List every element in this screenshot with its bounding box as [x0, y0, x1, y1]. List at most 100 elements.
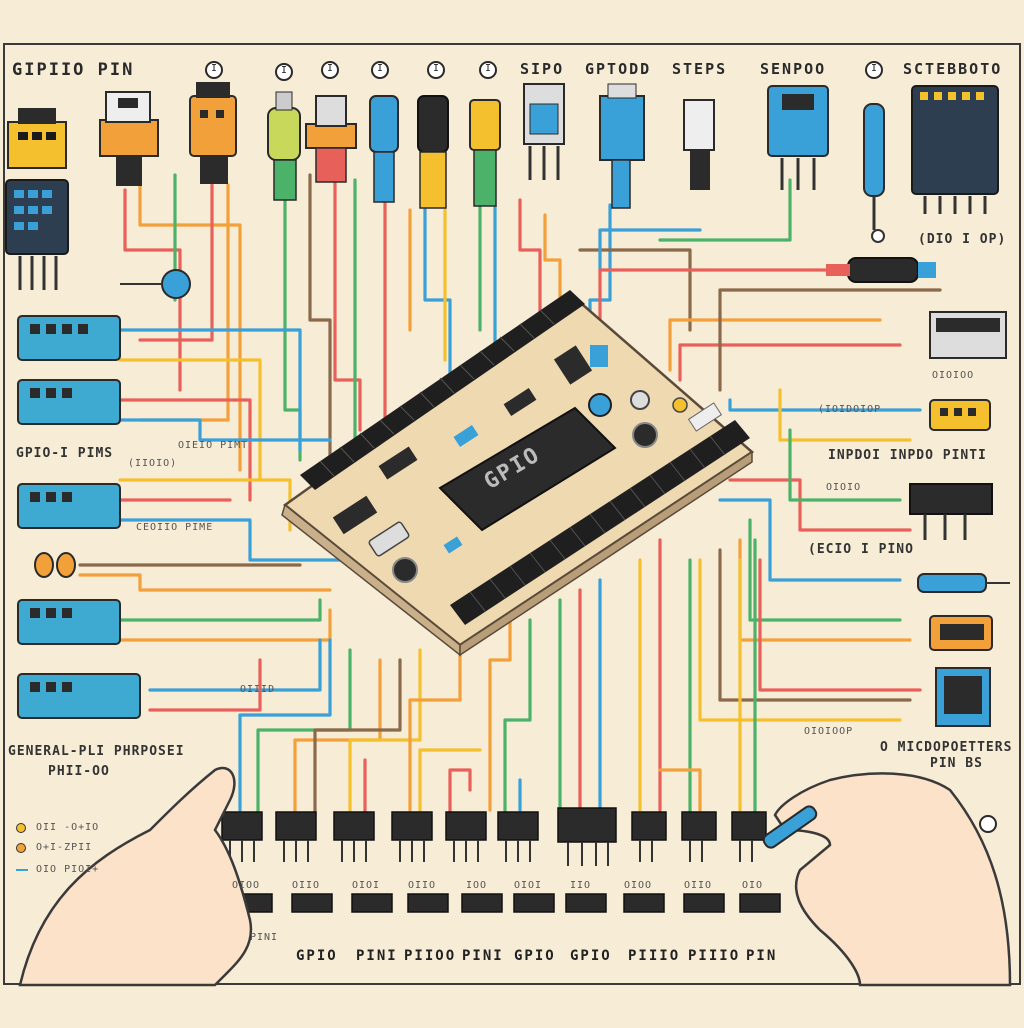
- ic-chip-icon: [351, 893, 393, 913]
- ic-chip-icon: [291, 893, 333, 913]
- bottom-tiny-5: IOO: [466, 880, 488, 891]
- ic-chip-icon: [445, 811, 487, 841]
- bottom-pin-label-6: GPIO: [570, 948, 612, 964]
- label-right-small-3: OIOIO: [826, 482, 862, 493]
- legend-item-3: OIO PIOI+: [36, 864, 100, 875]
- ic-chip-icon: [935, 667, 991, 727]
- jumper-connector-icon: [369, 95, 399, 203]
- marker-5: I: [433, 63, 441, 74]
- label-left-small-3: CEOIIO PIME: [136, 522, 214, 533]
- frame-border: [3, 43, 1021, 985]
- bottom-pin-label-2: PINI: [356, 948, 398, 964]
- ic-chip-icon: [929, 311, 1007, 359]
- sensor-module-icon: [17, 599, 121, 645]
- ic-chip-icon: [461, 893, 503, 913]
- hand-icon: [762, 772, 1012, 987]
- label-inpdo-pins: INPDOI INPDO PINTI: [828, 448, 987, 463]
- sensor-module-icon: [17, 483, 121, 529]
- probe-icon: [120, 269, 191, 299]
- label-sipo: SIPO: [520, 60, 565, 78]
- bottom-pin-label-4: PINI: [462, 948, 504, 964]
- label-right-small-2: (IOIDOIOP: [818, 404, 882, 415]
- ic-chip-icon: [731, 811, 767, 841]
- usb-plug-icon: [99, 91, 159, 186]
- legend-line-blue: [16, 869, 28, 871]
- ic-chip-icon: [631, 811, 667, 841]
- marker-4: I: [377, 63, 385, 74]
- probe-icon: [917, 573, 1010, 593]
- usb-plug-icon: [599, 83, 645, 209]
- bottom-pin-label-1: GPIO: [296, 948, 338, 964]
- ic-chip-icon: [275, 811, 317, 841]
- sensor-module-icon: [5, 179, 69, 290]
- bottom-tiny-7: IIO: [570, 880, 592, 891]
- legend-item-2: O+I-ZPII: [36, 842, 93, 853]
- label-microcontrollers-pins: PIN BS: [930, 756, 983, 771]
- label-left-small-4: OIIID: [240, 684, 276, 695]
- microcontroller-board-icon: [281, 290, 755, 657]
- ic-chip-icon: [407, 893, 449, 913]
- bottom-tiny-4: OIIO: [408, 880, 437, 891]
- marker-2: I: [281, 65, 289, 76]
- bottom-tiny-9: OIIO: [684, 880, 713, 891]
- diagram-title: GIPIIO PIN: [12, 60, 135, 80]
- gpio-main-chip: [438, 406, 617, 532]
- label-general-purpose-2: PHII-OO: [48, 764, 110, 779]
- ic-chip-icon: [391, 811, 433, 841]
- jumper-connector-icon: [267, 91, 301, 201]
- jumper-connector-icon: [417, 95, 449, 209]
- marker-1: I: [211, 63, 219, 74]
- usb-plug-icon: [523, 83, 565, 180]
- ic-chip-icon: [513, 893, 555, 913]
- marker-6: I: [485, 63, 493, 74]
- bottom-pin-label-5: GPIO: [514, 948, 556, 964]
- circle-markers: [205, 61, 997, 833]
- sensor-module-icon: [767, 85, 829, 190]
- ic-chip-icon: [623, 893, 665, 913]
- usb-plug-icon: [683, 99, 715, 190]
- jumper-connector-icon: [469, 99, 501, 207]
- probe-icon: [826, 257, 936, 283]
- label-pin-under-hand: PINI: [250, 932, 279, 943]
- label-gpio-pins: GPIO-I PIMS: [16, 446, 114, 461]
- bottom-tiny-10: OIO: [742, 880, 764, 891]
- ic-chip-icon: [497, 811, 539, 841]
- label-steps: STEPS: [672, 60, 728, 78]
- sensor-module-icon: [17, 673, 141, 719]
- label-right-small-1: OIOIOO: [932, 370, 975, 381]
- bottom-tiny-6: OIOI: [514, 880, 543, 891]
- label-gptodd: GPTODD: [585, 60, 652, 78]
- label-sctebboto: SCTEBBOTO: [903, 60, 1003, 78]
- ic-chip-icon: [909, 483, 993, 540]
- legend-dot-yellow: [16, 823, 26, 833]
- label-microcontrollers: O MICDOPOETTERS: [880, 740, 1013, 755]
- label-senpoo: SENPOO: [760, 60, 827, 78]
- ic-chip-icon: [911, 85, 999, 214]
- jumper-connector-icon: [189, 82, 237, 184]
- sensor-module-icon: [17, 379, 121, 425]
- marker-3: I: [327, 63, 335, 74]
- bottom-pin-label-7: PIIIO: [628, 948, 681, 964]
- jumper-connector-icon: [7, 108, 67, 169]
- bottom-pin-label-9: PIN: [746, 948, 778, 964]
- label-right-small-4: OIOIOOP: [804, 726, 854, 737]
- bottom-tiny-1: OIOO: [232, 880, 261, 891]
- wires: [78, 173, 942, 822]
- probe-icon: [863, 103, 885, 243]
- marker-7: I: [871, 63, 879, 74]
- ic-chip-icon: [683, 893, 725, 913]
- label-left-small-1: (IIOIO): [128, 458, 178, 469]
- bottom-chips: [221, 807, 781, 913]
- ic-chip-icon: [565, 893, 607, 913]
- right-modules: [826, 257, 1010, 727]
- jumper-connector-icon: [929, 399, 991, 431]
- hand-icon: [18, 766, 253, 987]
- label-ecio-pin: (ECIO I PINO: [808, 542, 914, 557]
- bottom-tiny-8: OIOO: [624, 880, 653, 891]
- top-connectors: [5, 82, 999, 290]
- led-icon: [34, 552, 76, 578]
- usb-plug-icon: [305, 95, 357, 183]
- bottom-tiny-3: OIOI: [352, 880, 381, 891]
- ic-chip-icon: [333, 811, 375, 841]
